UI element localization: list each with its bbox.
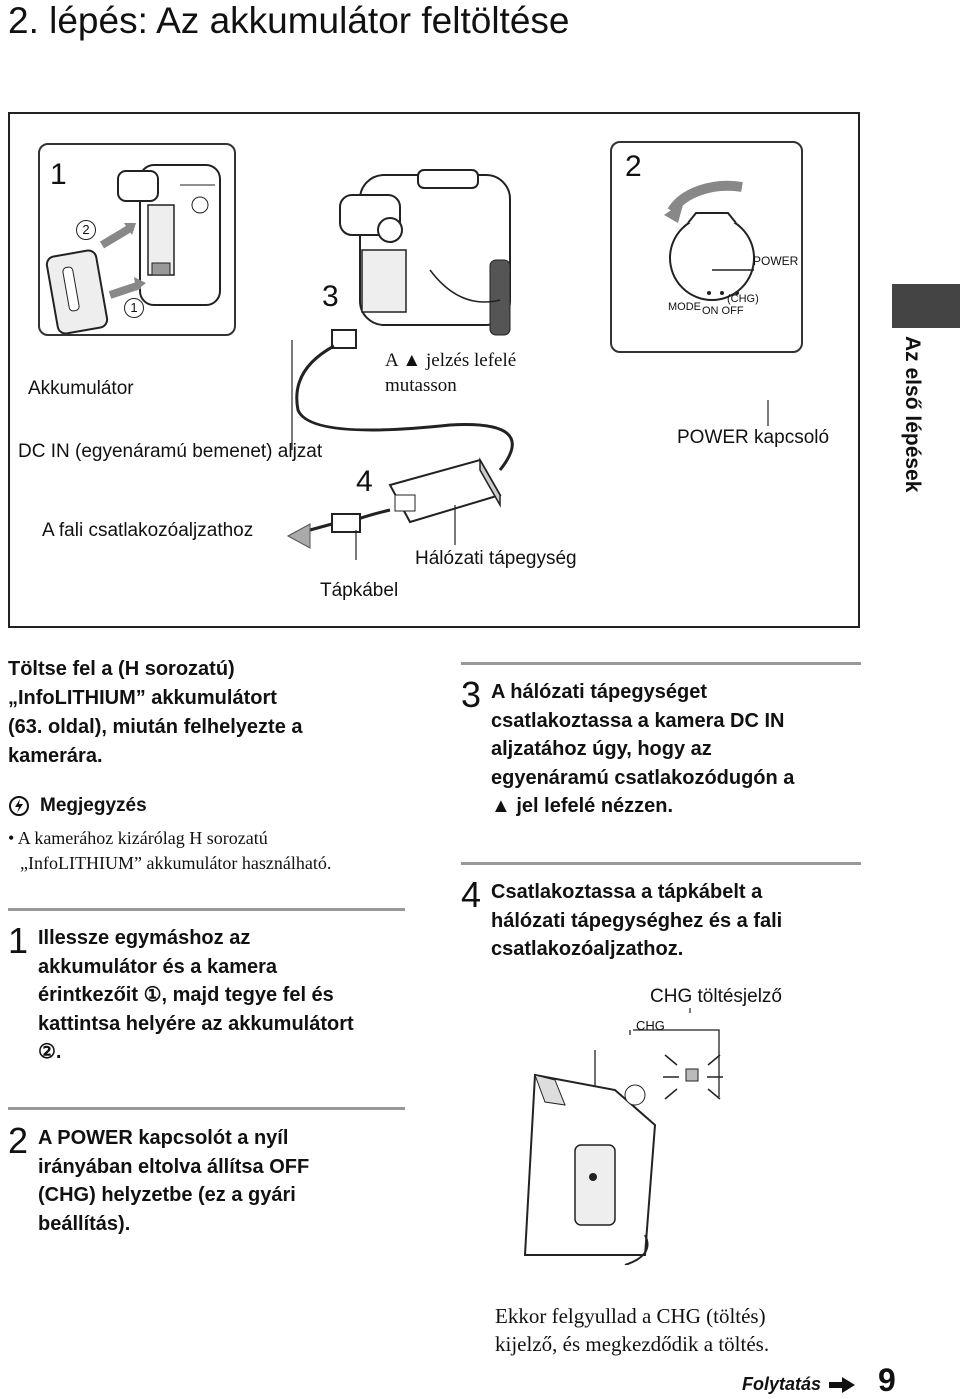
side-tab-label: Az első lépések	[901, 336, 924, 493]
page-number: 9	[878, 1362, 896, 1398]
circled-2-marker: 2	[76, 220, 96, 240]
battery-insert-illustration	[45, 164, 221, 334]
circled-1-marker: 1	[124, 298, 144, 318]
label-chg-indicator: CHG töltésjelző	[650, 986, 782, 1007]
label-chg: CHG	[636, 1018, 665, 1033]
camera-cable-illustration	[286, 169, 514, 560]
label-wall-outlet: A fali csatlakozóaljzathoz	[42, 520, 254, 541]
note-icon	[9, 796, 29, 816]
panel-2-number: 2	[625, 150, 642, 183]
dial-chg-label: (CHG)	[727, 293, 759, 305]
step-1: 1 Illessze egymáshoz az akkumulátor és a…	[8, 920, 354, 1064]
label-arrow-down-line1: A ▲ jelzés lefelé	[385, 350, 517, 371]
continue-label: Folytatás	[742, 1374, 822, 1394]
step-4-marker: 4	[356, 465, 373, 498]
figure-box	[8, 112, 860, 628]
power-switch-leader	[767, 400, 769, 426]
label-dc-in: DC IN (egyenáramú bemenet) aljzat	[18, 441, 323, 462]
step-2: 2 A POWER kapcsolót a nyíl irányában elt…	[8, 1120, 310, 1235]
label-power-cable: Tápkábel	[320, 580, 399, 601]
rule-step-1	[8, 908, 405, 911]
rule-step-2	[8, 1107, 405, 1110]
dial-on-off-label: ON OFF	[702, 305, 744, 317]
note-text: • A kamerához kizárólag H sorozatú „Info…	[8, 828, 332, 873]
step-4: 4 Csatlakoztassa a tápkábelt a hálózati …	[461, 874, 783, 961]
footer-continue: Folytatás	[742, 1374, 856, 1395]
label-battery: Akkumulátor	[28, 378, 134, 399]
chg-indicator-illustration	[523, 1008, 723, 1265]
result-text: Ekkor felgyullad a CHG (töltés) kijelző,…	[495, 1304, 770, 1356]
label-arrow-down-line2: mutasson	[385, 375, 457, 396]
panel-1-number: 1	[50, 158, 67, 191]
intro-text: Töltse fel a (H sorozatú) „InfoLITHIUM” …	[8, 658, 303, 767]
rule-step-4	[461, 862, 861, 865]
note-heading: Megjegyzés	[8, 795, 147, 817]
arrow-right-icon	[829, 1376, 856, 1393]
dial-power-label: POWER	[753, 254, 799, 268]
page-title: 2. lépés: Az akkumulátor feltöltése	[8, 0, 570, 41]
power-dial-illustration	[664, 180, 755, 301]
label-power-switch: POWER kapcsoló	[677, 427, 830, 448]
label-ac-adapter: Hálózati tápegység	[415, 548, 577, 569]
dial-mode-label: MODE	[668, 301, 701, 313]
step-3-marker: 3	[322, 280, 339, 313]
side-tab-marker	[892, 284, 960, 328]
step-3: 3 A hálózati tápegységet csatlakoztassa …	[461, 674, 795, 818]
rule-step-3	[461, 662, 861, 665]
